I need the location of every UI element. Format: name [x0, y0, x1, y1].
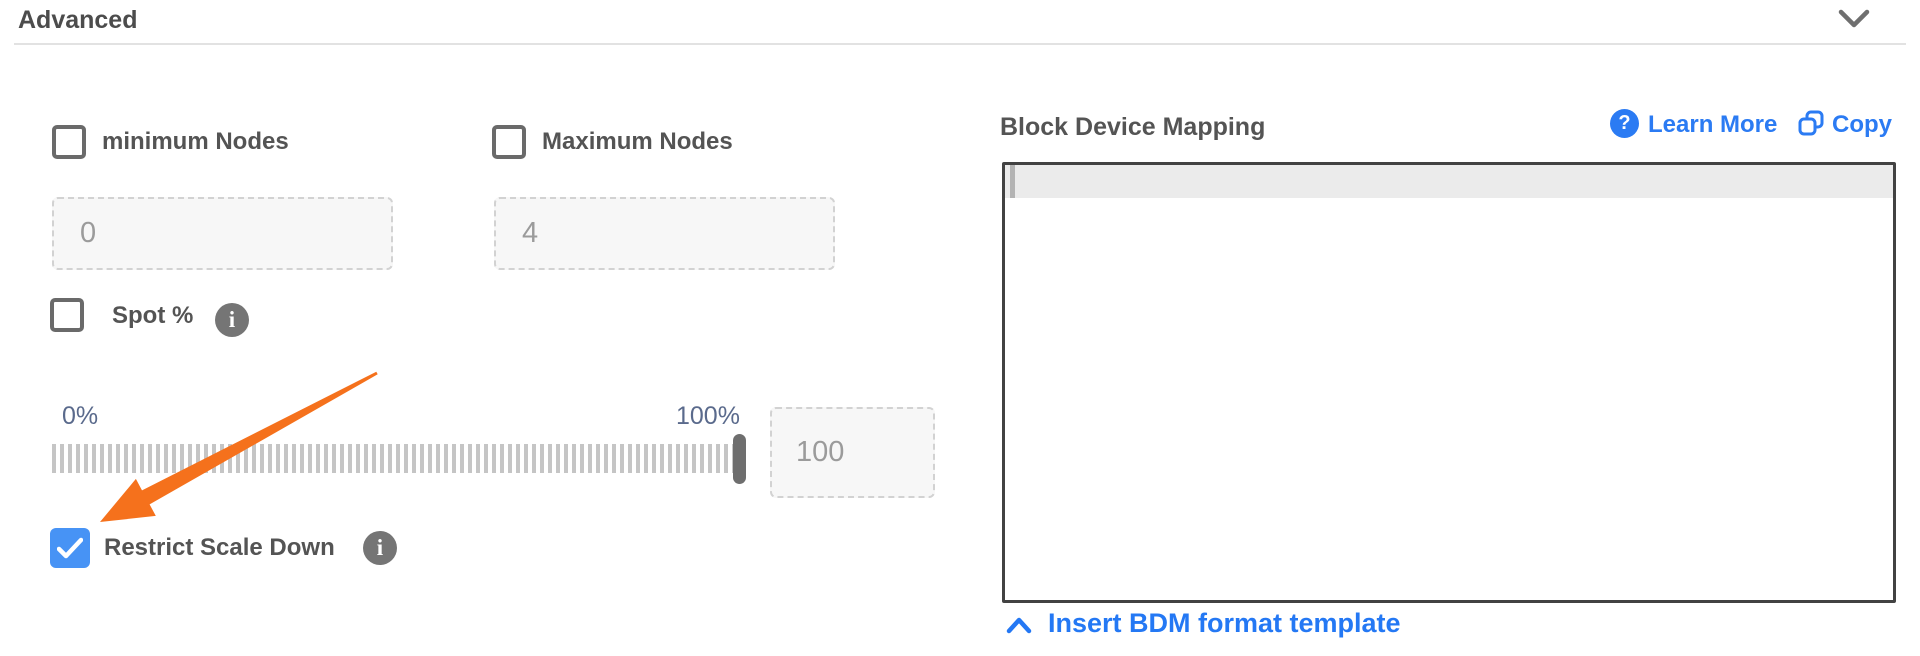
- editor-cursor: [1010, 165, 1015, 198]
- slider-min-label: 0%: [62, 402, 99, 430]
- restrict-scale-down-info-icon[interactable]: i: [363, 531, 397, 565]
- insert-bdm-template-link[interactable]: Insert BDM format template: [1048, 608, 1401, 638]
- spot-percentage-slider-track[interactable]: [52, 444, 736, 473]
- chevron-up-icon: [1006, 617, 1032, 634]
- maximum-nodes-label: Maximum Nodes: [542, 128, 733, 155]
- copy-icon[interactable]: [1796, 108, 1826, 143]
- maximum-nodes-input[interactable]: [494, 197, 835, 270]
- spot-percentage-checkbox[interactable]: [50, 298, 84, 332]
- restrict-scale-down-checkbox[interactable]: [50, 528, 90, 568]
- learn-more-help-icon[interactable]: ?: [1610, 109, 1639, 138]
- slider-max-label: 100%: [676, 402, 740, 430]
- minimum-nodes-input[interactable]: [52, 197, 393, 270]
- checkmark-icon: [57, 537, 83, 559]
- learn-more-link[interactable]: Learn More: [1648, 111, 1778, 138]
- bdm-editor[interactable]: [1002, 162, 1896, 603]
- spot-percentage-label: Spot %: [112, 302, 194, 329]
- minimum-nodes-label: minimum Nodes: [102, 128, 289, 155]
- minimum-nodes-checkbox[interactable]: [52, 125, 86, 159]
- chevron-down-icon: [1838, 9, 1870, 28]
- copy-link[interactable]: Copy: [1832, 111, 1892, 138]
- collapse-template-button[interactable]: [1006, 616, 1032, 639]
- maximum-nodes-checkbox[interactable]: [492, 125, 526, 159]
- editor-active-line: [1005, 165, 1893, 198]
- collapse-section-button[interactable]: [1838, 8, 1870, 35]
- spot-percentage-info-icon[interactable]: i: [215, 303, 249, 337]
- spot-percentage-slider-handle[interactable]: [733, 434, 746, 484]
- bdm-title: Block Device Mapping: [1000, 113, 1266, 141]
- section-divider: [14, 43, 1906, 45]
- restrict-scale-down-label: Restrict Scale Down: [104, 534, 335, 561]
- spot-percentage-value-input[interactable]: [770, 407, 935, 498]
- section-title-advanced: Advanced: [18, 6, 138, 34]
